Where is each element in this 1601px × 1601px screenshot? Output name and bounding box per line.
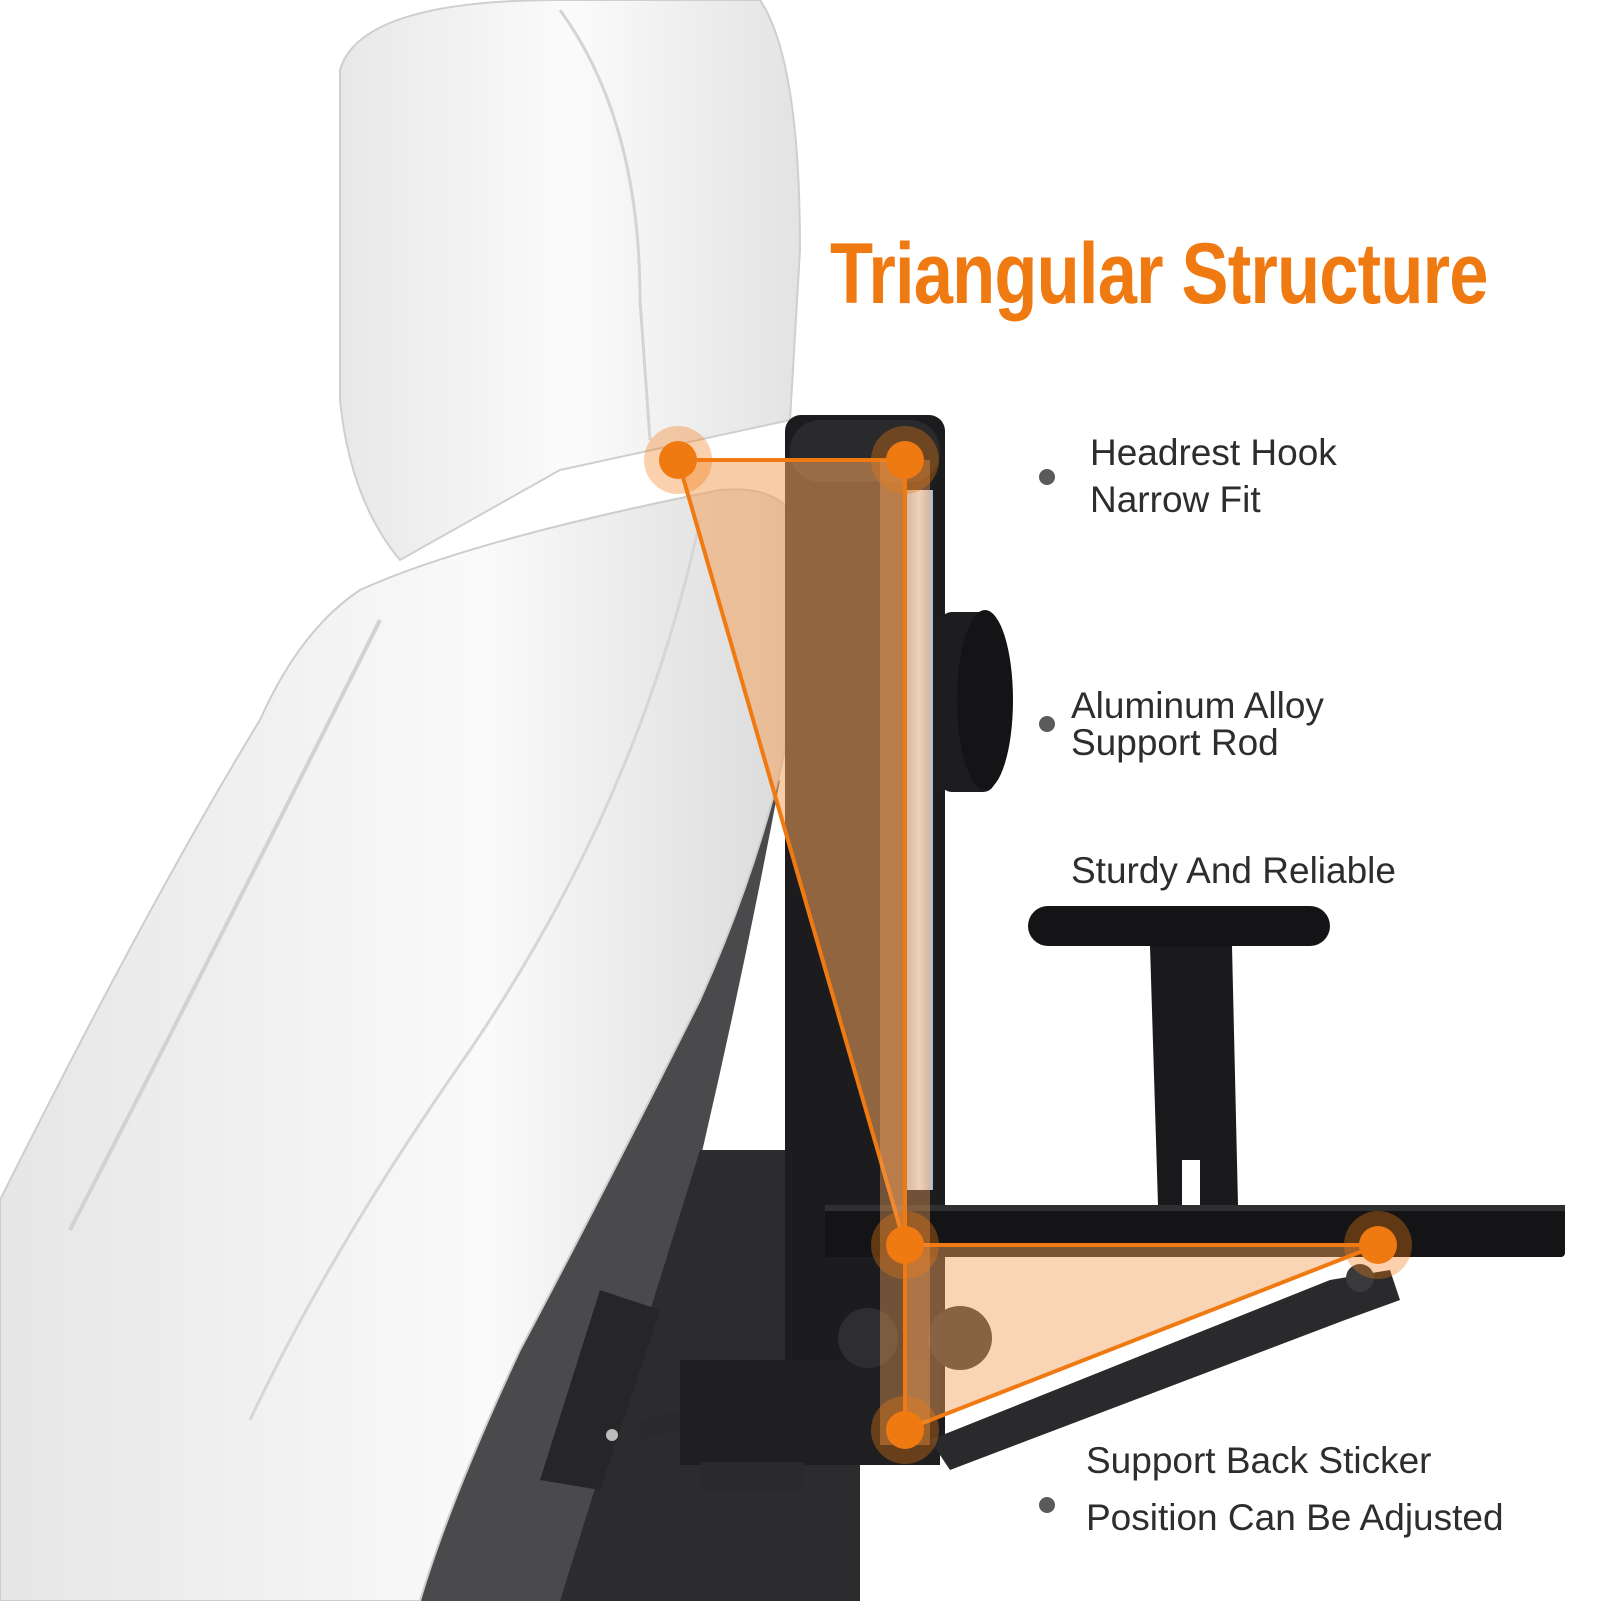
- arm-pivot: [1346, 1264, 1374, 1292]
- feature-headrest-line1: Headrest Hook: [1090, 432, 1337, 473]
- headrest-seam: [558, 9, 652, 441]
- seat-seam-1: [68, 619, 382, 1231]
- bullet-icon: [1039, 716, 1055, 732]
- joint-marker-bottom: [871, 1396, 939, 1464]
- page-title: Triangular Structure: [830, 226, 1488, 322]
- bullet-icon: [1039, 1497, 1055, 1513]
- feature-rod-line2: Support Rod: [1071, 722, 1279, 763]
- hinge-knob-1: [838, 1308, 898, 1368]
- feature-sticker-line1: Support Back Sticker: [1086, 1440, 1432, 1481]
- feature-sticker: Support Back Sticker Position Can Be Adj…: [1086, 1440, 1504, 1539]
- support-arm: [930, 1270, 1400, 1470]
- feature-sturdy: Sturdy And Reliable: [1071, 850, 1396, 893]
- feature-headrest-line2: Narrow Fit: [1090, 478, 1261, 520]
- feature-sticker-line2: Position Can Be Adjusted: [1086, 1496, 1504, 1538]
- aluminum-rod: [905, 490, 933, 1190]
- cup-holder-arm: [1150, 946, 1238, 1205]
- joint-marker-headrest-left: [644, 426, 712, 494]
- seat-seam-2: [248, 519, 702, 1421]
- joint-marker-tray-left: [871, 1211, 939, 1279]
- feature-rod-line1: Aluminum Alloy: [1071, 685, 1324, 726]
- phone-mount-disc: [957, 610, 1013, 790]
- bullet-icon: [1039, 469, 1055, 485]
- cup-holder-ring: [1028, 906, 1330, 946]
- tray-top-edge: [825, 1205, 1565, 1211]
- hinge-knob-2: [928, 1306, 992, 1370]
- feature-rod: Aluminum Alloy Support Rod: [1071, 687, 1324, 761]
- back-sticker-link: [640, 1410, 680, 1440]
- foot-pad: [700, 1462, 805, 1490]
- sticker-screw: [606, 1429, 618, 1441]
- feature-sturdy-line1: Sturdy And Reliable: [1071, 850, 1396, 891]
- lower-plate: [680, 1360, 940, 1465]
- headrest: [339, 0, 802, 562]
- joint-marker-headrest-right: [871, 426, 939, 494]
- lower-triangle: [903, 1243, 1379, 1433]
- feature-headrest: Headrest Hook Narrow Fit: [1090, 432, 1337, 521]
- back-sticker-pad: [540, 1290, 660, 1490]
- joint-marker-tray-right: [1344, 1211, 1412, 1279]
